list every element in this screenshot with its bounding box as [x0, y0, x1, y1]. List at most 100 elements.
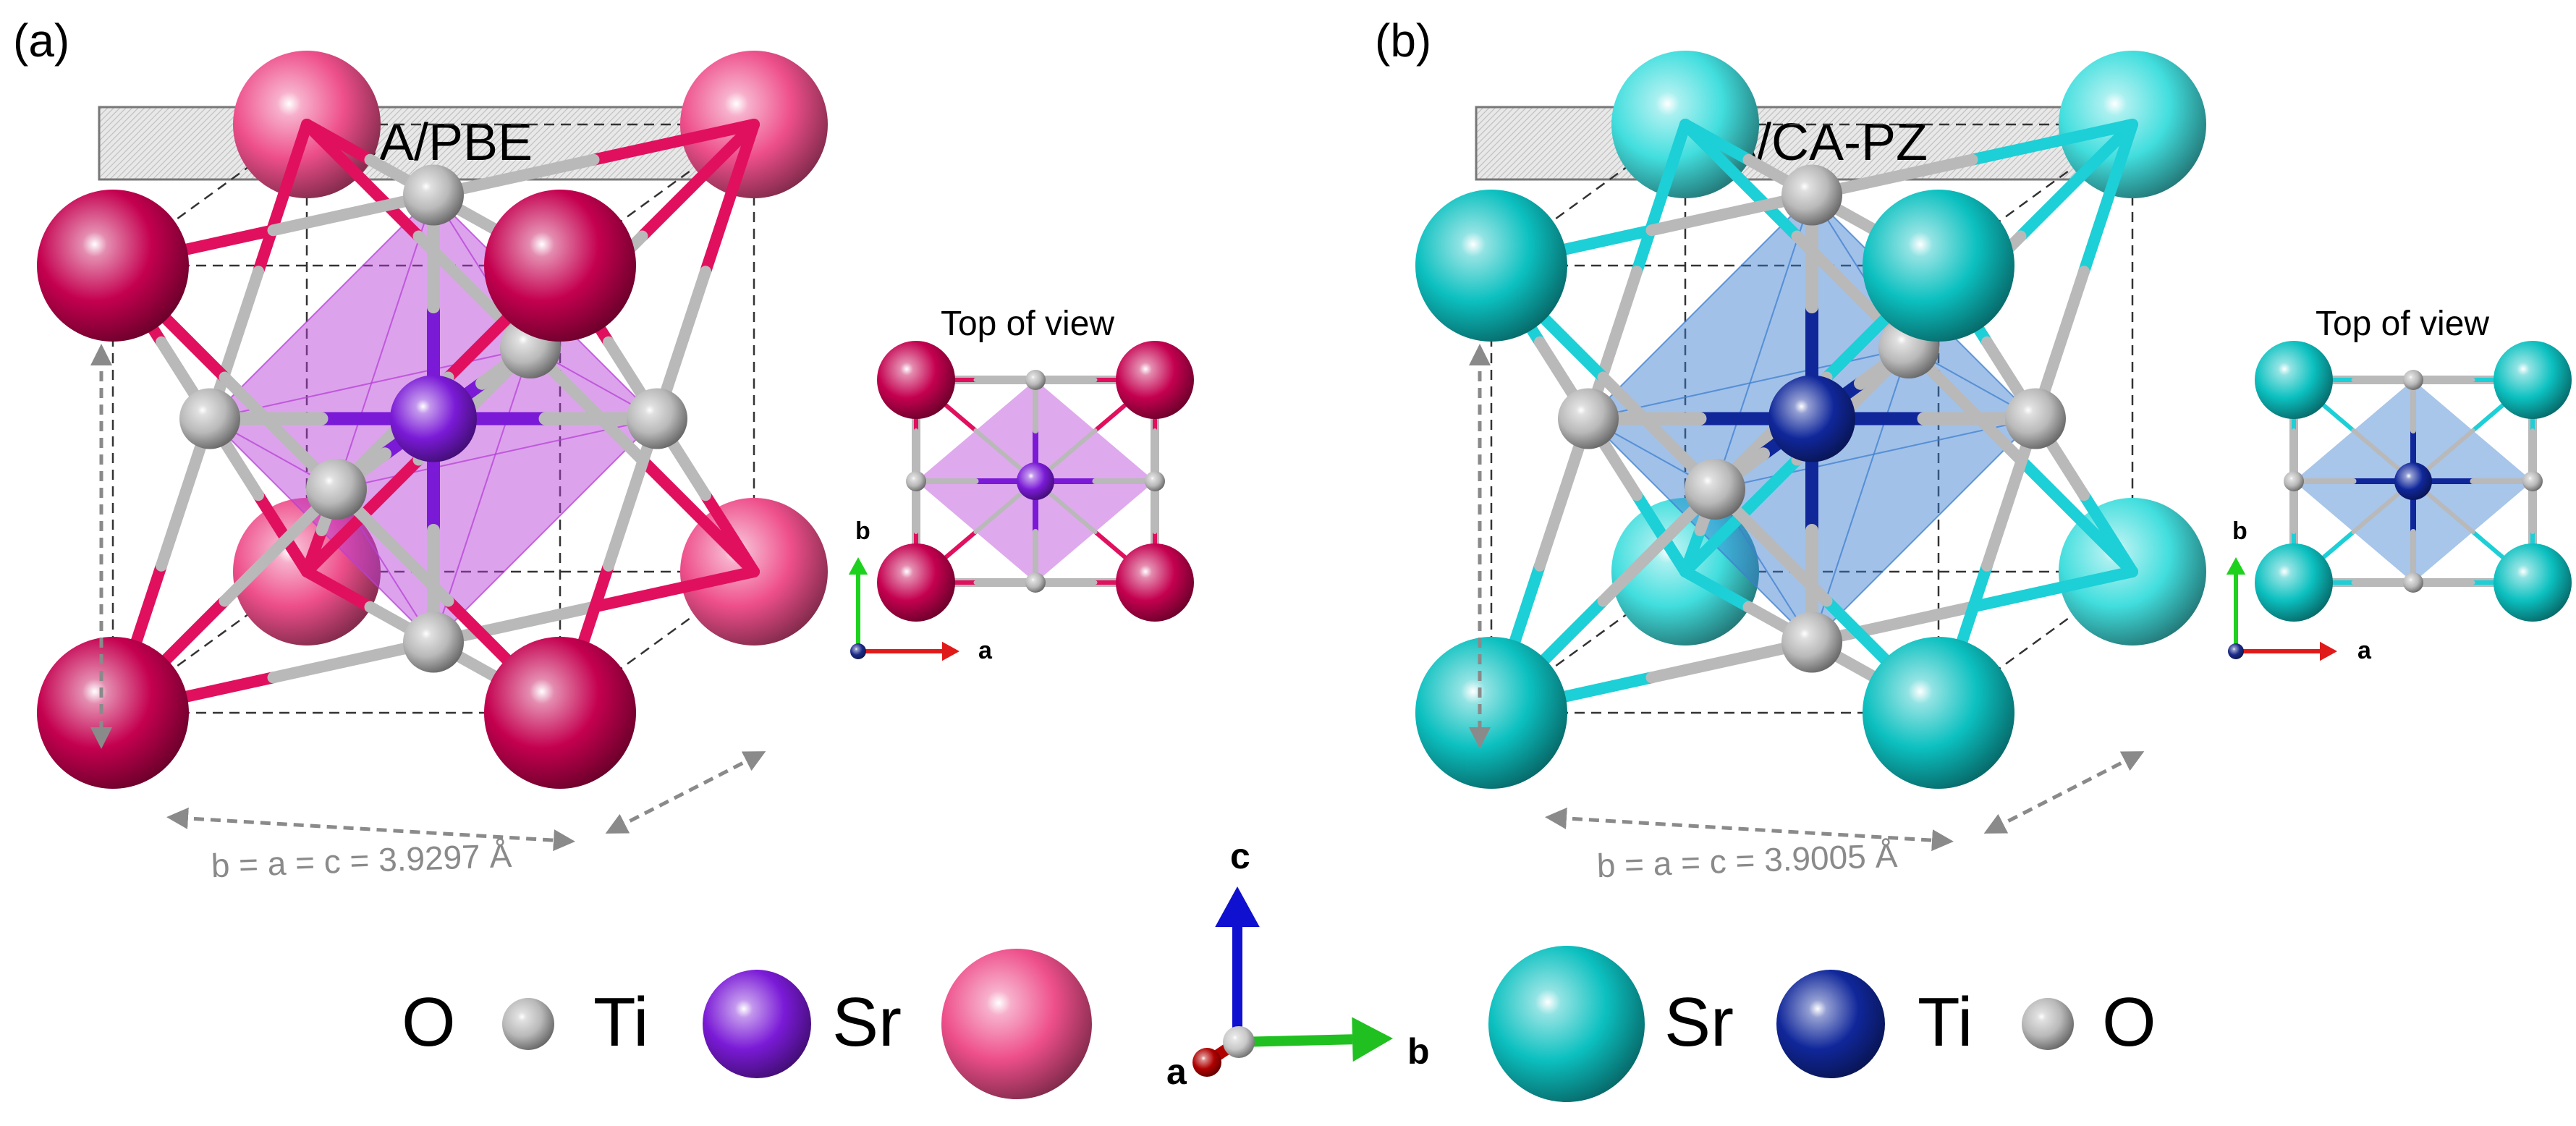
- o-atom: [1781, 611, 1842, 673]
- top-view-inset-a: [848, 341, 1194, 661]
- lattice-arrow-horizontal: [166, 807, 575, 852]
- inset-axis-a-head: [942, 641, 959, 661]
- sr-atom-front: [1863, 637, 2014, 789]
- inset-ti-atom: [1017, 462, 1054, 500]
- axis-b-label: b: [1407, 1031, 1430, 1072]
- inset-sr-atom: [1116, 543, 1194, 622]
- sr-atom-front: [1415, 637, 1567, 789]
- top-view-inset-b: [2226, 341, 2572, 661]
- inset-axis-b-label-a: b: [855, 517, 870, 545]
- panel-tag-b: (b): [1375, 14, 1431, 67]
- inset-o-atom: [2522, 471, 2543, 491]
- legend-right-o: O: [2102, 983, 2156, 1061]
- o-atom: [306, 459, 367, 520]
- inset-o-atom: [1025, 572, 1046, 593]
- lattice-parameter-b: b = a = c = 3.9005 Å: [1596, 837, 1898, 884]
- sr-o-bond: [636, 454, 760, 577]
- sr-o-bond: [253, 489, 313, 577]
- crystal-axes: [1192, 886, 1393, 1077]
- crystal-structure-a: [37, 51, 828, 852]
- legend-o-atom-right: [2022, 998, 2074, 1050]
- sr-o-bond: [301, 119, 376, 166]
- o-atom: [1685, 459, 1745, 520]
- lattice-parameter-a: b = a = c = 3.9297 Å: [211, 837, 512, 884]
- inset-axis-origin: [2228, 643, 2244, 659]
- sr-atom-front: [37, 190, 189, 342]
- method-banner-b: LDA/CA-PZ: [1475, 106, 2109, 181]
- sr-o-bond: [301, 119, 425, 242]
- inset-axis-a-label-a: a: [978, 637, 993, 664]
- inset-sr-atom: [2255, 341, 2333, 419]
- sr-o-bond: [700, 119, 760, 278]
- ti-atom: [390, 375, 477, 462]
- axis-c-arrow-head: [1215, 886, 1260, 927]
- legend-right: Sr Ti O: [1664, 983, 2156, 1061]
- sr-atom-front: [1415, 190, 1567, 342]
- o-atom: [179, 388, 240, 449]
- sr-atom-front: [484, 637, 636, 789]
- legend-sr-atom-right: [1488, 946, 1645, 1102]
- inset-axis-b-head: [2226, 557, 2246, 575]
- inset-o-atom: [2403, 572, 2423, 593]
- panel-a: (a) GGA/PBE Top of view b = a = c = 3.92…: [13, 14, 1194, 884]
- sr-o-bond: [1631, 119, 1691, 278]
- legend-left-sr: Sr: [832, 983, 902, 1061]
- inset-o-atom: [2403, 370, 2423, 390]
- lattice-arrow-depth: [1983, 751, 2145, 834]
- inset-sr-atom: [2494, 341, 2572, 419]
- inset-axis-a-label-b: a: [2357, 637, 2372, 664]
- inset-sr-atom: [1116, 341, 1194, 419]
- panel-tag-a: (a): [13, 14, 69, 67]
- sr-o-bond: [301, 566, 376, 613]
- inset-axis-b-label-b: b: [2232, 517, 2247, 545]
- inset-o-atom: [1145, 471, 1165, 491]
- sr-o-bond: [588, 119, 760, 166]
- legend-sr-atom-left: [941, 949, 1092, 1099]
- axis-origin: [1223, 1026, 1255, 1058]
- legend-atoms: [502, 946, 2074, 1102]
- axis-a-tip: [1192, 1048, 1221, 1077]
- sr-o-bond: [1966, 566, 2138, 613]
- sr-o-bond: [2014, 119, 2138, 242]
- sr-atom-front: [1863, 190, 2014, 342]
- lattice-arrow-depth: [605, 751, 766, 834]
- inset-axis-origin: [850, 643, 866, 659]
- inset-o-atom: [2284, 471, 2304, 491]
- inset-sr-atom: [2255, 543, 2333, 622]
- sr-atom-front: [484, 190, 636, 342]
- o-atom: [403, 611, 464, 673]
- inset-axis-a-head: [2320, 641, 2337, 661]
- top-view-label-b: Top of view: [2316, 305, 2489, 343]
- inset-ti-atom: [2394, 462, 2432, 500]
- inset-sr-atom: [877, 543, 955, 622]
- o-atom: [2005, 388, 2066, 449]
- legend-right-ti: Ti: [1918, 983, 1973, 1061]
- inset-sr-atom: [877, 341, 955, 419]
- axis-b-arrow-head: [1352, 1017, 1393, 1062]
- sr-o-bond: [2078, 119, 2138, 278]
- o-atom: [403, 164, 464, 226]
- lattice-arrow-horizontal: [1545, 807, 1954, 852]
- ti-atom: [1768, 375, 1855, 462]
- o-atom: [1781, 164, 1842, 226]
- axis-c-label: c: [1230, 836, 1250, 876]
- sr-atom-front: [37, 637, 189, 789]
- legend-left-ti: Ti: [593, 983, 648, 1061]
- legend-ti-atom-left: [703, 970, 811, 1078]
- top-view-label-a: Top of view: [941, 305, 1114, 343]
- inset-axis-b-head: [848, 557, 868, 575]
- sr-o-bond: [1966, 119, 2138, 166]
- crystal-structure-b: [1415, 51, 2206, 852]
- sr-o-bond: [1631, 489, 1691, 577]
- legend-left: O Ti Sr: [402, 983, 902, 1061]
- o-atom: [1558, 388, 1619, 449]
- sr-o-bond: [588, 566, 760, 613]
- legend-ti-atom-right: [1776, 970, 1885, 1078]
- inset-o-atom: [906, 471, 926, 491]
- legend-o-atom-left: [502, 998, 554, 1050]
- legend-left-o: O: [402, 983, 456, 1061]
- sr-o-bond: [636, 119, 760, 242]
- inset-o-atom: [1025, 370, 1046, 390]
- axis-b-arrow: [1237, 1034, 1353, 1047]
